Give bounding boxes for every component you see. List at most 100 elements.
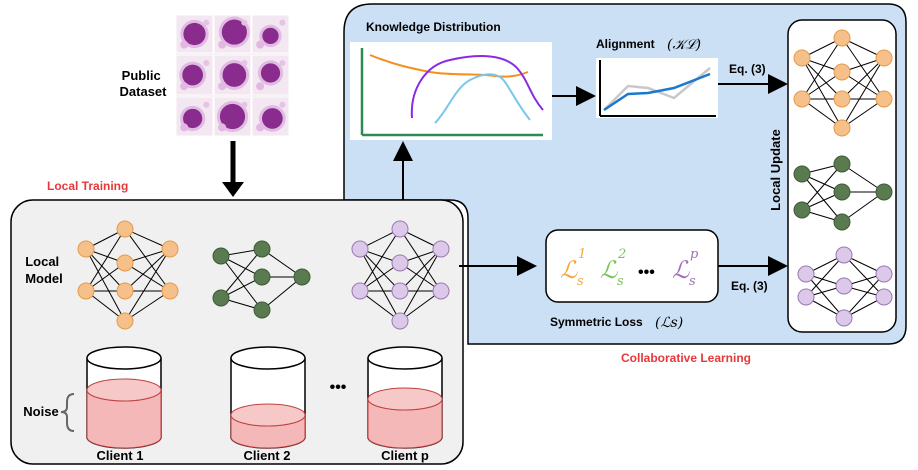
svg-text:s: s (617, 274, 624, 289)
svg-text:s: s (577, 274, 584, 289)
dataset-to-training-arrow (222, 141, 244, 197)
orange-neural-network (77, 220, 179, 330)
noise-brace (60, 393, 75, 432)
loss-term-2: ℒ 2 s (600, 247, 626, 289)
eq-top-label: Eq. (3) (729, 62, 766, 76)
svg-text:2: 2 (617, 247, 626, 262)
network-node (793, 201, 811, 219)
network-node (833, 90, 851, 108)
noise-label: Noise (23, 404, 58, 419)
purple-distribution-curve (410, 55, 544, 119)
symmetric-loss-math: (ℒs) (655, 315, 683, 331)
dataset-cell-image (251, 96, 290, 137)
svg-text:s: s (689, 274, 696, 289)
ellipsis: ••• (330, 379, 347, 396)
network-node (875, 49, 893, 67)
orange-distribution-curve (369, 54, 529, 78)
svg-text:ℒ: ℒ (600, 256, 618, 284)
network-node (793, 49, 811, 67)
network-node (77, 240, 95, 258)
public-dataset-label: Public Dataset (120, 68, 168, 99)
network-node (797, 288, 815, 306)
network-node (875, 288, 893, 306)
network-node (351, 240, 369, 258)
dataset-cell-image (175, 96, 214, 137)
network-node (875, 183, 893, 201)
network-node (116, 282, 134, 300)
purple-neural-network (351, 220, 450, 330)
svg-text:1: 1 (578, 247, 586, 262)
network-node (161, 282, 179, 300)
dataset-cell-image (213, 96, 252, 137)
network-node (833, 155, 851, 173)
network-node (116, 220, 134, 238)
network-node (116, 312, 134, 330)
network-node (77, 282, 95, 300)
network-node (797, 265, 815, 283)
collaborative-learning-title: Collaborative Learning (621, 351, 751, 365)
green-neural-network (212, 240, 311, 319)
network-node (391, 312, 409, 330)
loss-term-p: ℒ p s (672, 247, 699, 289)
dataset-cell-image (175, 14, 214, 54)
network-node (293, 268, 311, 286)
network-node (432, 282, 450, 300)
network-node (391, 282, 409, 300)
local-update-box (787, 19, 897, 333)
network-node (212, 247, 230, 265)
network-node (253, 240, 271, 258)
local-update-label: Local Update (768, 129, 783, 211)
svg-text:ℒ: ℒ (560, 256, 578, 284)
dataset-cell-image (175, 54, 214, 96)
network-node (253, 268, 271, 286)
client-2-storage (230, 346, 306, 449)
client-p-storage (367, 346, 443, 449)
network-node (391, 220, 409, 238)
network-node (875, 90, 893, 108)
client-1-label: Client 1 (97, 448, 144, 463)
dataset-cell-image (213, 14, 252, 54)
alignment-blue-line (603, 72, 711, 112)
dataset-cell-image (251, 14, 290, 54)
network-node (253, 301, 271, 319)
network-node (835, 277, 853, 295)
loss-ellipsis: ••• (638, 264, 655, 281)
eq-bottom-label: Eq. (3) (731, 279, 768, 293)
dataset-cell-image (213, 54, 252, 96)
public-dataset-image-grid (175, 14, 290, 137)
purple-updated-network (797, 246, 893, 327)
network-node (116, 254, 134, 272)
green-updated-network (793, 155, 893, 231)
network-node (793, 165, 811, 183)
dataset-cell-image (251, 54, 290, 96)
svg-text:ℒ: ℒ (672, 256, 690, 284)
alignment-math: (𝒦ℒ) (667, 37, 701, 53)
orange-updated-network (793, 29, 893, 137)
light-blue-distribution-curve (434, 73, 531, 124)
loss-term-1: ℒ 1 s (560, 247, 586, 289)
network-node (835, 246, 853, 264)
knowledge-distribution-plot (350, 42, 552, 140)
local-model-label: Local Model (25, 254, 63, 286)
network-node (833, 29, 851, 47)
network-node (212, 289, 230, 307)
network-node (835, 309, 853, 327)
network-node (875, 265, 893, 283)
client-2-label: Client 2 (244, 448, 291, 463)
alignment-plot (596, 58, 718, 118)
client-p-label: Client p (381, 448, 429, 463)
knowledge-distribution-title: Knowledge Distribution (366, 20, 501, 34)
alignment-label: Alignment (596, 37, 655, 51)
network-node (161, 240, 179, 258)
network-node (833, 119, 851, 137)
local-training-title: Local Training (47, 179, 128, 193)
network-node (833, 63, 851, 81)
network-node (833, 183, 851, 201)
symmetric-loss-label: Symmetric Loss (550, 315, 643, 329)
network-node (351, 282, 369, 300)
network-node (391, 254, 409, 272)
alignment-gray-line (603, 67, 711, 111)
client-1-storage (86, 346, 162, 449)
network-node (793, 90, 811, 108)
network-node (833, 213, 851, 231)
